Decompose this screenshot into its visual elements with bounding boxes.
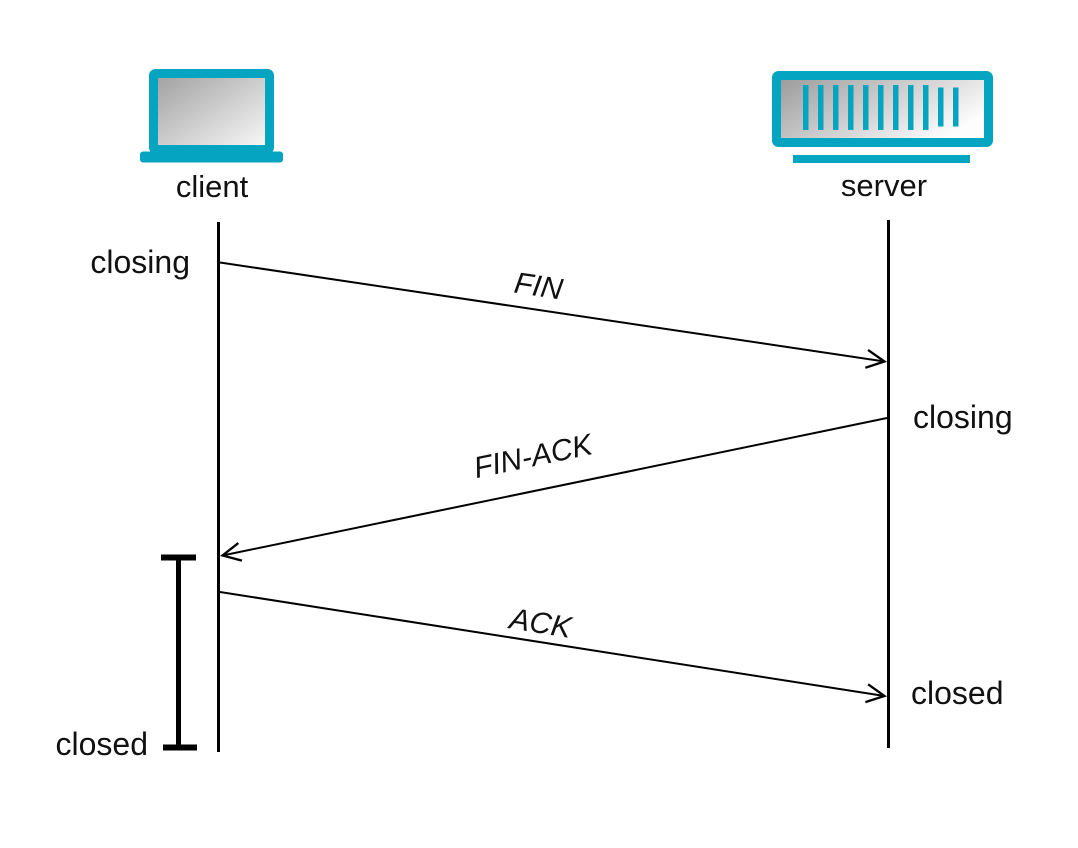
fin-label: FIN bbox=[512, 267, 565, 307]
time-wait-bracket bbox=[161, 554, 197, 751]
client-closed-label: closed bbox=[56, 726, 149, 762]
server-base bbox=[793, 155, 970, 163]
fin-ack-label: FIN-ACK bbox=[471, 428, 597, 485]
messages bbox=[219, 261, 888, 704]
server-closed-label: closed bbox=[911, 675, 1004, 711]
laptop-icon bbox=[140, 69, 283, 163]
client-closing-label: closing bbox=[90, 244, 190, 280]
server-label: server bbox=[841, 168, 927, 203]
server-icon bbox=[772, 71, 993, 163]
server-vents bbox=[803, 85, 959, 130]
fin-arrow bbox=[219, 261, 888, 369]
server-closing-label: closing bbox=[913, 399, 1013, 435]
fin-ack-arrow bbox=[219, 417, 888, 562]
client-actor: client bbox=[140, 69, 283, 752]
laptop-base bbox=[140, 151, 283, 163]
state-labels: closing closing closed closed bbox=[56, 244, 1013, 762]
client-label: client bbox=[176, 169, 249, 204]
server-actor: server bbox=[772, 71, 993, 748]
ack-arrow bbox=[219, 591, 888, 704]
message-labels: FIN FIN-ACK ACK bbox=[471, 267, 597, 645]
laptop-screen bbox=[149, 69, 274, 154]
